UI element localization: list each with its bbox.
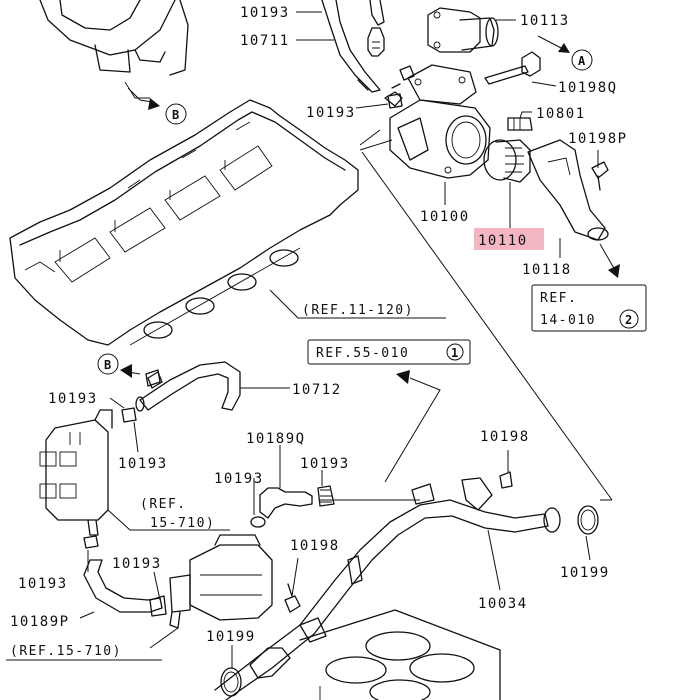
sensor-top (367, 27, 385, 57)
arrow-ref55-head (396, 370, 410, 384)
cylinder-head (9, 99, 359, 346)
engine-block-bottom (299, 609, 501, 700)
ref-55-010-box: REF.55-010 1 (307, 339, 471, 365)
reference-labels: (REF.11-120) REF.55-010 1 REF. 14-010 2 … (6, 284, 647, 661)
marker-b-top: B (165, 103, 187, 125)
hose-10711 (321, 0, 385, 93)
ref-15-710-a-line1: (REF. (140, 497, 187, 512)
arrow-b-mid-head (120, 364, 132, 378)
ref-55-010-number: 1 (451, 346, 458, 360)
part-label-10193-left: 10193 (48, 391, 98, 407)
marker-b-mid-letter: B (104, 358, 111, 372)
gasket-10199-bottom (220, 647, 291, 697)
highlight-10110 (474, 228, 544, 250)
part-label-10193-mid: 10193 (306, 105, 356, 121)
line-art (9, 0, 609, 700)
part-label-10198-right: 10198 (480, 429, 530, 445)
arrows (120, 35, 620, 483)
marker-b-mid: B (97, 353, 119, 375)
part-label-10199-right: 10199 (560, 565, 610, 581)
marker-b-top-letter: B (172, 108, 179, 122)
ref-15-710-b-label: (REF.15-710) (10, 644, 122, 659)
ref-14-010-box: REF. 14-010 2 (531, 284, 647, 332)
ref-14-010-number: 2 (625, 313, 632, 327)
thermostat-10110 (483, 139, 531, 183)
pipe-10034 (214, 471, 599, 700)
part-label-10189q: 10189Q (246, 431, 306, 447)
leader-lines (79, 11, 613, 668)
part-label-10118: 10118 (522, 262, 572, 278)
part-label-10189p: 10189P (10, 614, 70, 630)
housing-10100 (384, 64, 491, 179)
hose-10712 (135, 361, 241, 412)
bolt-10198-center (284, 583, 301, 613)
ref-11-120-label: (REF.11-120) (302, 303, 414, 318)
part-label-10801: 10801 (536, 106, 586, 122)
part-label-10193-b2: 10193 (112, 556, 162, 572)
cap-right (399, 65, 415, 81)
part-label-10110: 10110 (478, 233, 528, 249)
part-label-10193-c2: 10193 (300, 456, 350, 472)
part-label-10712: 10712 (292, 382, 342, 398)
inlet-10118 (527, 139, 609, 241)
clamps-center (145, 83, 403, 387)
part-label-10199-bottom: 10199 (206, 629, 256, 645)
part-label-10193-left2: 10193 (118, 456, 168, 472)
arrow-a-head (558, 43, 570, 53)
ref-14-010-line1: REF. (540, 291, 577, 306)
part-label-10113: 10113 (520, 13, 570, 29)
part-label-10193-b1: 10193 (18, 576, 68, 592)
fitting-10113 (427, 7, 499, 53)
sensor-10801 (507, 117, 533, 131)
part-label-10034: 10034 (478, 596, 528, 612)
part-label-10198p: 10198P (568, 131, 628, 147)
part-label-10711: 10711 (240, 33, 290, 49)
marker-a: A (571, 49, 593, 71)
circle-markers: A B B (97, 49, 593, 375)
part-label-10193-top: 10193 (240, 5, 290, 21)
arrow-b-top-head (148, 98, 160, 110)
ref-15-710-a-line2: 15-710) (150, 516, 215, 531)
upper-left-fragment (39, 0, 189, 99)
ref-55-010-label: REF.55-010 (316, 346, 409, 361)
part-labels: 10193 10711 10193 10113 10198Q 10801 101… (10, 5, 628, 645)
left-housing (39, 409, 113, 536)
clamps-left (83, 407, 137, 549)
hose-10189q (250, 485, 335, 528)
part-label-10193-c1: 10193 (214, 471, 264, 487)
part-label-10100: 10100 (420, 209, 470, 225)
lower-housing (169, 534, 273, 629)
marker-a-letter: A (578, 54, 586, 68)
ref-14-010-line2: 14-010 (540, 313, 596, 328)
arrow-ref14-head (608, 264, 620, 278)
part-label-10198q: 10198Q (558, 80, 618, 96)
part-label-10198-center: 10198 (290, 538, 340, 554)
bolt-10198q (484, 51, 541, 85)
